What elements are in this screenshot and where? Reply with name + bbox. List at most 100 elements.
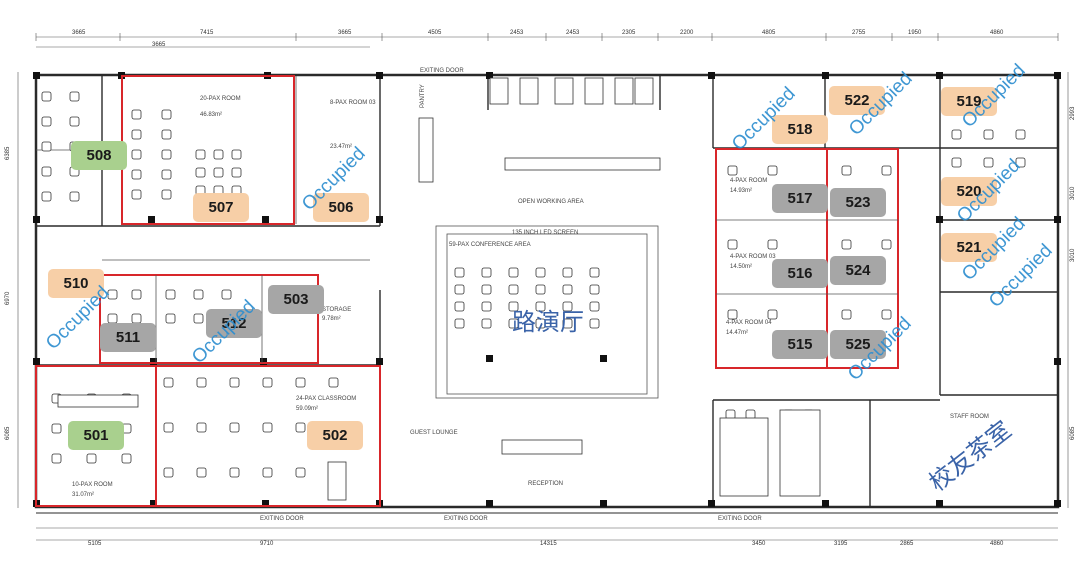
room-badge-510[interactable]: 510 — [48, 269, 104, 298]
label-10pax: 10-PAX ROOM — [72, 482, 113, 488]
chair-79 — [121, 453, 132, 464]
dim-bottom-4: 3195 — [834, 541, 848, 547]
dim-top-5: 2453 — [510, 30, 524, 36]
chair-78 — [86, 453, 97, 464]
label-guest-lounge: GUEST LOUNGE — [410, 430, 458, 436]
chair-86 — [841, 165, 852, 176]
chair-38 — [535, 284, 546, 295]
chair-24 — [213, 167, 224, 178]
chair-118 — [165, 289, 176, 300]
chair-32 — [535, 267, 546, 278]
room-badge-501[interactable]: 501 — [68, 421, 124, 450]
chair-29 — [454, 267, 465, 278]
chair-42 — [481, 301, 492, 312]
chair-95 — [951, 157, 962, 168]
chair-25 — [231, 167, 242, 178]
dim-right-3: 6085 — [1070, 426, 1076, 440]
room-badge-508[interactable]: 508 — [71, 141, 127, 170]
chair-39 — [562, 284, 573, 295]
label-8pax-03-area: 23.47m² — [330, 144, 352, 150]
desks-layer — [57, 77, 821, 501]
chair-22 — [231, 149, 242, 160]
chair-47 — [454, 318, 465, 329]
dim-top-9: 4805 — [762, 30, 776, 36]
label-4pax-03-area: 14.50m² — [730, 264, 752, 270]
chair-94 — [1015, 129, 1026, 140]
room-badge-516[interactable]: 516 — [772, 259, 828, 288]
chair-21 — [213, 149, 224, 160]
chairs-layer — [41, 91, 1026, 480]
chair-89 — [881, 239, 892, 250]
chair-117 — [131, 313, 142, 324]
chair-80 — [727, 165, 738, 176]
dim-top-8: 2200 — [680, 30, 694, 36]
chair-87 — [881, 165, 892, 176]
room-badge-512[interactable]: 512 — [206, 309, 262, 338]
structural-columns — [33, 72, 1061, 507]
dim-top-1: 7415 — [200, 30, 214, 36]
dim-bottom-1: 9710 — [260, 541, 274, 547]
room-badge-524[interactable]: 524 — [830, 256, 886, 285]
dim-bottom-6: 4860 — [990, 541, 1004, 547]
room-badge-520[interactable]: 520 — [941, 177, 997, 206]
label-classroom-area: 59.09m² — [296, 406, 318, 412]
label-4pax-04-area: 14.47m² — [726, 330, 748, 336]
room-badge-525[interactable]: 525 — [830, 330, 886, 359]
room-badge-523[interactable]: 523 — [830, 188, 886, 217]
chair-46 — [589, 301, 600, 312]
chair-120 — [221, 289, 232, 300]
dim-right-0: 2993 — [1070, 106, 1076, 120]
label-20pax: 20-PAX ROOM — [200, 96, 241, 102]
chair-37 — [508, 284, 519, 295]
chair-10 — [131, 109, 142, 120]
room-badge-502[interactable]: 502 — [307, 421, 363, 450]
chair-3 — [69, 116, 80, 127]
room-badge-503[interactable]: 503 — [268, 285, 324, 314]
label-20pax-area: 46.83m² — [200, 112, 222, 118]
room-badge-521[interactable]: 521 — [941, 233, 997, 262]
chair-83 — [767, 239, 778, 250]
chair-122 — [193, 313, 204, 324]
chair-43 — [508, 301, 519, 312]
label-reception: RECEPTION — [528, 481, 563, 487]
chair-53 — [163, 377, 174, 388]
chair-4 — [41, 141, 52, 152]
chair-48 — [481, 318, 492, 329]
label-exit-door-top: EXITING DOOR — [420, 68, 464, 74]
partitions — [36, 76, 898, 399]
room-badge-515[interactable]: 515 — [772, 330, 828, 359]
room-badge-518[interactable]: 518 — [772, 115, 828, 144]
chair-96 — [983, 157, 994, 168]
room-badge-507[interactable]: 507 — [193, 193, 249, 222]
top-dimension-labels: 3665 7415 3665 3665 4505 2453 2453 2305 … — [72, 30, 1004, 48]
chair-91 — [881, 309, 892, 320]
chair-97 — [1015, 157, 1026, 168]
chair-77 — [51, 453, 62, 464]
label-10pax-area: 31.07m² — [72, 492, 94, 498]
chair-119 — [193, 289, 204, 300]
room-badge-506[interactable]: 506 — [313, 193, 369, 222]
room-badge-511[interactable]: 511 — [100, 323, 156, 352]
room-badge-519[interactable]: 519 — [941, 87, 997, 116]
chair-52 — [589, 318, 600, 329]
chair-121 — [165, 313, 176, 324]
label-classroom: 24-PAX CLASSROOM — [296, 396, 356, 402]
label-staff-room: STAFF ROOM — [950, 414, 989, 420]
chair-20 — [195, 149, 206, 160]
dim-right-2: 3010 — [1070, 248, 1076, 262]
chair-2 — [41, 116, 52, 127]
chair-23 — [195, 167, 206, 178]
room-badge-517[interactable]: 517 — [772, 184, 828, 213]
room-badge-522[interactable]: 522 — [829, 86, 885, 115]
chair-59 — [163, 422, 174, 433]
chair-17 — [161, 169, 172, 180]
chair-18 — [131, 189, 142, 200]
label-4pax-03: 4-PAX ROOM 03 — [730, 254, 776, 260]
chair-8 — [41, 191, 52, 202]
label-open-working: OPEN WORKING AREA — [518, 199, 584, 205]
chair-92 — [951, 129, 962, 140]
chair-16 — [131, 169, 142, 180]
dim-right-1: 3010 — [1070, 186, 1076, 200]
chair-82 — [727, 239, 738, 250]
dim-top-11: 1950 — [908, 30, 922, 36]
